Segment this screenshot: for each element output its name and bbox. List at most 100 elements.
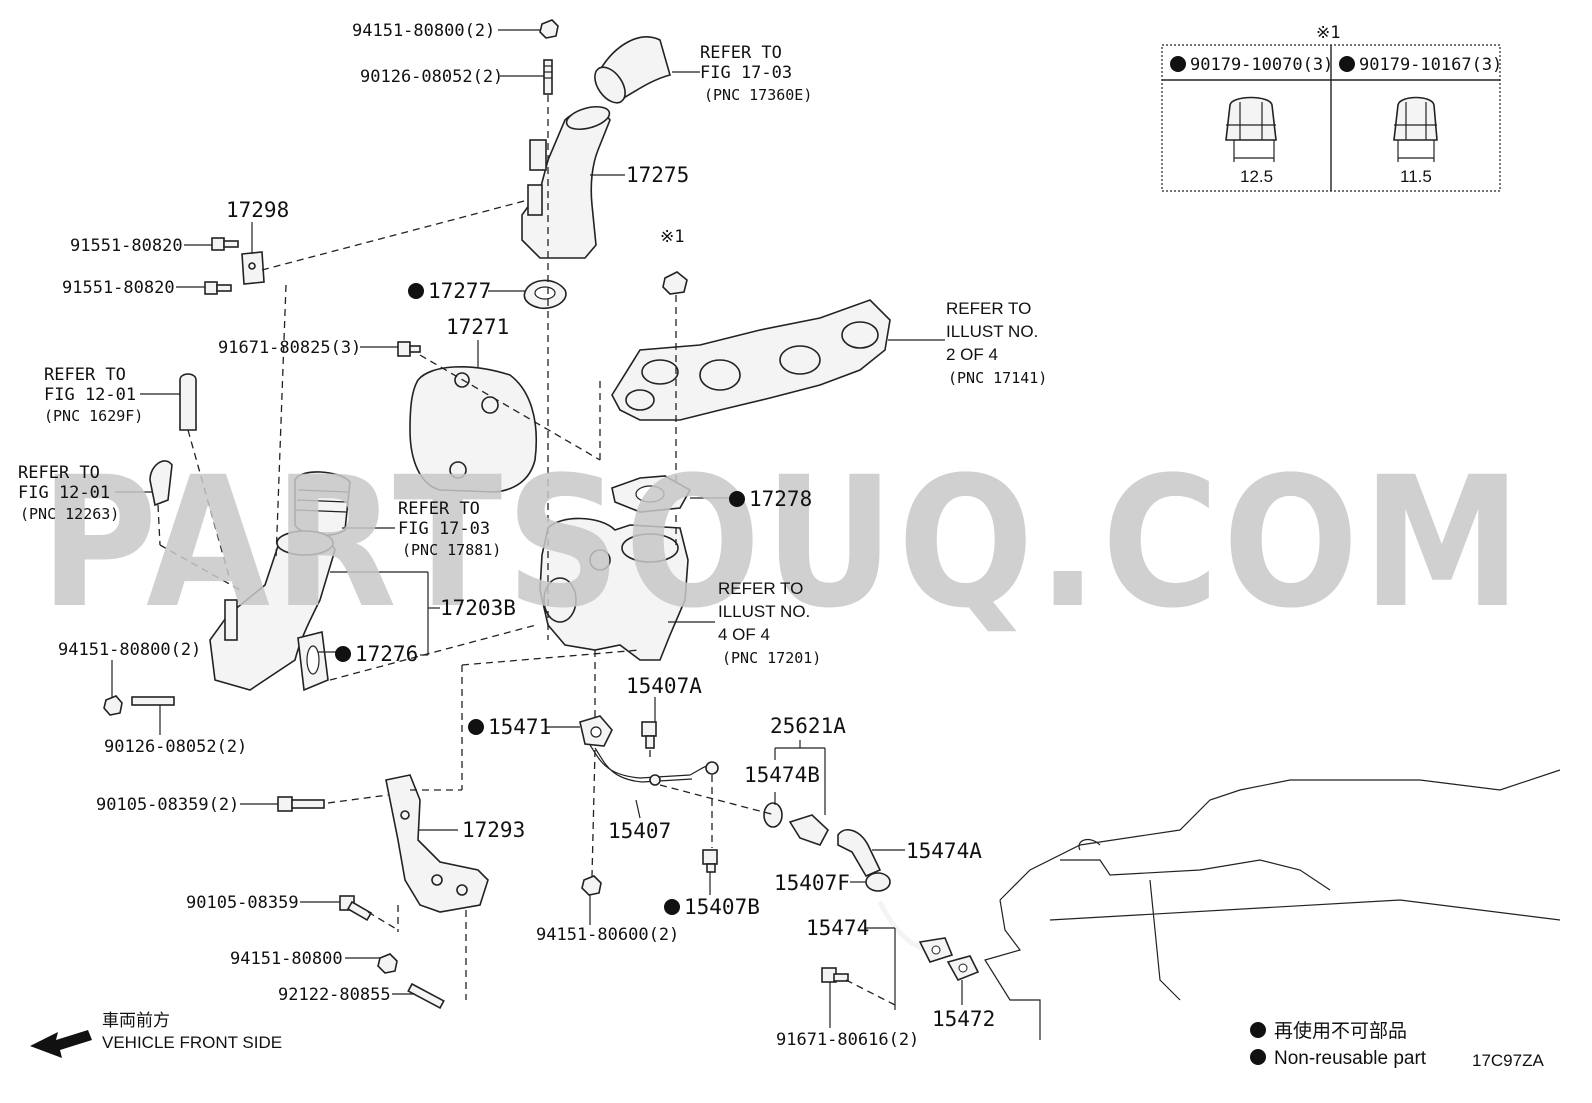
refer-17881: REFER TO FIG 17-03 (PNC 17881) [398, 499, 501, 559]
gasket-17276-icon [297, 631, 329, 692]
alignment-lines [157, 95, 896, 1006]
direction-note: 車両前方 VEHICLE FRONT SIDE [102, 1011, 282, 1052]
non-reusable-marker [729, 491, 745, 507]
part-label: 15474B [744, 763, 820, 787]
hose-25621a-icon [788, 814, 829, 846]
part-label: 17293 [462, 818, 525, 842]
inset-mark: ※1 [1316, 23, 1340, 43]
part-label: 15474 [806, 916, 869, 940]
part-label: 91551-80820 [70, 236, 183, 256]
non-reusable-marker [1170, 56, 1186, 72]
legend: 再使用不可部品 Non-reusable part 17C97ZA [1250, 1020, 1544, 1070]
part-label: 15407A [626, 674, 702, 698]
bolt-91671-80825-icon [397, 341, 421, 357]
non-reusable-marker [408, 283, 424, 299]
refer-line: ILLUST NO. [946, 322, 1038, 341]
part-label: 15472 [932, 1007, 995, 1031]
bolt-91551-b-icon [204, 281, 232, 295]
part-label: 92122-80855 [278, 985, 391, 1005]
pipe-17275-icon [521, 105, 611, 259]
refer-line: ILLUST NO. [718, 602, 810, 621]
part-label: 91671-80616(2) [776, 1030, 919, 1050]
refer-line: FIG 17-03 [700, 63, 792, 83]
part-label: 94151-80800 [230, 949, 343, 969]
insulator-17271-icon [409, 366, 538, 493]
direction-en: VEHICLE FRONT SIDE [102, 1033, 282, 1052]
refer-line: REFER TO [398, 499, 480, 519]
non-reusable-marker [335, 646, 351, 662]
exhaust-manifold-icon [611, 299, 891, 421]
refer-line: REFER TO [44, 365, 126, 385]
non-reusable-marker [468, 719, 484, 735]
part-label: 17277 [428, 279, 491, 303]
clamp-15474b-icon [763, 802, 783, 828]
leader-lines [111, 29, 963, 1028]
legend-marker [1250, 1049, 1266, 1065]
part-label: 17275 [626, 163, 689, 187]
pipe-15474-icon [877, 900, 954, 963]
diagram-code: 17C97ZA [1472, 1051, 1544, 1070]
refer-line: FIG 17-03 [398, 519, 490, 539]
refer-pnc: (PNC 17360E) [704, 86, 812, 104]
refer-pnc: (PNC 17881) [402, 541, 501, 559]
nut-mark1-icon [662, 271, 688, 295]
refer-pnc: (PNC 17141) [948, 369, 1047, 387]
refer-17360e: REFER TO FIG 17-03 (PNC 17360E) [700, 43, 812, 104]
bracket-17298-icon [241, 251, 265, 285]
refer-17201: REFER TO ILLUST NO. 4 OF 4 (PNC 17201) [718, 579, 821, 667]
direction-ja: 車両前方 [102, 1011, 170, 1030]
part-label: 25621A [770, 714, 846, 738]
part-labels: 94151-80800(2) 90126-08052(2) 17275 1729… [58, 21, 995, 1050]
bolt-15407b-icon [702, 849, 718, 873]
bolt-90105-icon [339, 895, 373, 922]
part-label: 90105-08359(2) [96, 795, 239, 815]
bolt-91671-80616-icon [821, 967, 849, 983]
part-label: 15471 [488, 715, 551, 739]
part-label: 17276 [355, 642, 418, 666]
part-label: 17271 [446, 315, 509, 339]
part-label: 94151-80800(2) [58, 640, 201, 660]
part-label: 90105-08359 [186, 893, 299, 913]
inset-table: ※1 90179-10070(3) 90179-10167(3) 12.5 11… [1161, 23, 1502, 192]
gasket-17277-icon [523, 279, 567, 310]
clamp-15407f-icon [865, 872, 891, 892]
part-label: 17203B [440, 596, 516, 620]
refer-line: 2 OF 4 [946, 345, 998, 364]
part-label: 15407 [608, 819, 671, 843]
part-label: 15407B [684, 895, 760, 919]
pipe-17203b-icon [209, 530, 336, 691]
gasket-17278-icon [611, 475, 692, 513]
bolt-90105-2-icon [277, 796, 325, 812]
watermark: PARTSOUQ.COM [40, 439, 1525, 648]
part-label: 91551-80820 [62, 278, 175, 298]
refer-pnc: (PNC 1629F) [44, 407, 143, 425]
hose-1629f-icon [179, 373, 197, 431]
stud-92122-icon [407, 982, 445, 1010]
legend-ja: 再使用不可部品 [1274, 1020, 1407, 1042]
nut-top-icon [539, 19, 559, 39]
part-label: 15407F [774, 871, 850, 895]
part-label: 17298 [226, 198, 289, 222]
mark-label: ※1 [660, 227, 684, 247]
gasket-15472-icon [946, 955, 980, 982]
legend-marker [1250, 1022, 1266, 1038]
nut-left-detail-icon [1225, 96, 1277, 141]
hose-17881-icon [294, 471, 351, 537]
refer-pnc: (PNC 17201) [722, 649, 821, 667]
inset-part-left: 90179-10070(3) [1190, 55, 1333, 75]
part-label: 90126-08052(2) [360, 67, 503, 87]
refer-line: REFER TO [18, 463, 100, 483]
nut-94151-80800-icon [377, 953, 398, 974]
legend-en: Non-reusable part [1274, 1048, 1427, 1069]
bracket-17293-icon [385, 774, 489, 913]
bolt-91551-a-icon [211, 237, 239, 251]
nut-94151-80600-icon [581, 875, 602, 896]
gasket-15471-icon [579, 715, 613, 747]
hose-12263-icon [149, 460, 173, 507]
turbocharger-icon [539, 517, 689, 661]
refer-line: FIG 12-01 [44, 385, 136, 405]
part-label: 91671-80825(3) [218, 338, 361, 358]
refer-line: REFER TO [700, 43, 782, 63]
